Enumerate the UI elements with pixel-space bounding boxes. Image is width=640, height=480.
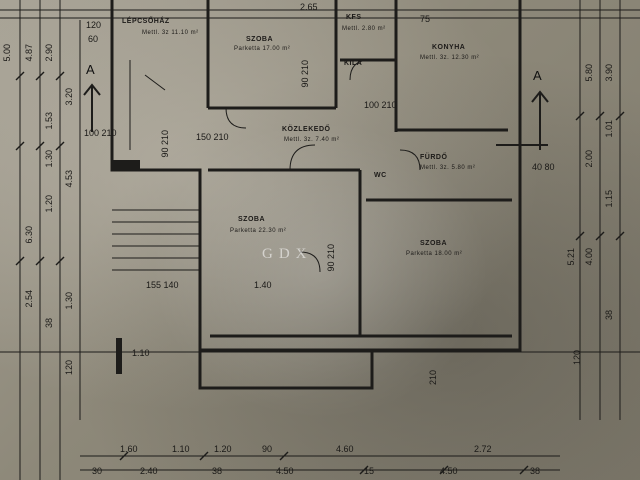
dim-left-2: 4.87 <box>24 44 34 62</box>
dim-bottom2-5: 15 <box>364 466 375 476</box>
dim-bottom1-1: 1.60 <box>120 444 138 454</box>
dim-top-2: 60 <box>88 34 99 44</box>
dim-left-13: 120 <box>64 360 74 376</box>
room-label-pantry: KFS <box>346 14 362 21</box>
dim-bottom2-3: 38 <box>212 466 223 476</box>
dim-right-9: 120 <box>572 350 582 366</box>
dim-bottom1-5: 4.60 <box>336 444 354 454</box>
room-label-room-1: SZOBA <box>246 36 273 43</box>
room-detail-stairwell: Mettl. 3z 11.10 m² <box>142 30 199 36</box>
dim-bottom2-1: 30 <box>92 466 103 476</box>
dim-interior-11: 210 <box>428 370 438 386</box>
dim-bottom1-4: 90 <box>262 444 273 454</box>
dim-right-7: 4.00 <box>584 248 594 266</box>
room-label-room-2: SZOBA <box>238 216 265 223</box>
dim-interior-4: 90 210 <box>300 60 310 88</box>
dim-bottom2-2: 2.40 <box>140 466 158 476</box>
room-detail-pantry: Mettl. 2.80 m² <box>342 26 386 32</box>
dim-bottom1-6: 2.72 <box>474 444 492 454</box>
dim-bottom2-7: 38 <box>530 466 541 476</box>
dim-interior-7: 155 140 <box>146 280 179 290</box>
dim-right-3: 1.01 <box>604 120 614 138</box>
dim-interior-1: 100 210 <box>84 128 117 138</box>
dim-right-2: 3.90 <box>604 64 614 82</box>
dim-bottom2-6: 4.50 <box>440 466 458 476</box>
dim-left-3: 2.90 <box>44 44 54 62</box>
dim-left-11: 38 <box>44 318 54 329</box>
dim-right-8: 38 <box>604 310 614 321</box>
dim-top-3: 2.65 <box>300 2 318 12</box>
dim-interior-9: 40 80 <box>532 162 555 172</box>
dim-interior-8: 1.10 <box>132 348 150 358</box>
dim-left-1: 5.00 <box>2 44 12 62</box>
room-detail-room-1: Parketta 17.00 m² <box>234 46 291 52</box>
dim-right-5: 1.15 <box>604 190 614 208</box>
dim-right-4: 2.00 <box>584 150 594 168</box>
room-detail-kitchen: Mettl. 3z. 12.30 m² <box>420 55 480 61</box>
dim-interior-10: 1.40 <box>254 280 272 290</box>
watermark: GDX <box>262 246 313 262</box>
dim-interior-2: 90 210 <box>160 130 170 158</box>
room-label-kila: KILÁ <box>344 60 363 67</box>
dim-bottom1-2: 1.10 <box>172 444 190 454</box>
room-detail-bathroom: Mettl. 3z. 5.80 m² <box>420 165 476 171</box>
room-label-hallway: KÖZLEKEDŐ <box>282 126 331 133</box>
dim-left-10: 2.54 <box>24 290 34 308</box>
room-label-stairwell: LÉPCSŐHÁZ <box>122 18 170 25</box>
dim-interior-6: 90 210 <box>326 244 336 272</box>
section-mark-left: A <box>86 62 95 77</box>
room-detail-hallway: Mettl. 3z. 7.40 m² <box>284 137 340 143</box>
room-label-bathroom: FÜRDŐ <box>420 154 448 161</box>
dim-interior-3: 150 210 <box>196 132 229 142</box>
room-label-wc: WC <box>374 172 387 179</box>
dim-interior-5: 100 210 <box>364 100 397 110</box>
dim-bottom1-3: 1.20 <box>214 444 232 454</box>
dim-right-6: 5.21 <box>566 248 576 266</box>
dim-top-1: 120 <box>86 20 102 30</box>
dim-left-12: 1.30 <box>64 292 74 310</box>
room-detail-room-2: Parketta 22.30 m² <box>230 228 287 234</box>
dim-left-5: 1.53 <box>44 112 54 130</box>
dim-bottom2-4: 4.50 <box>276 466 294 476</box>
dim-right-1: 5.80 <box>584 64 594 82</box>
room-label-room-3: SZOBA <box>420 240 447 247</box>
room-label-kitchen: KONYHA <box>432 44 466 51</box>
dim-left-6: 4.53 <box>64 170 74 188</box>
dim-left-7: 1.30 <box>44 150 54 168</box>
dim-left-9: 1.20 <box>44 195 54 213</box>
dim-left-8: 6.30 <box>24 226 34 244</box>
section-mark-right: A <box>533 68 542 83</box>
room-detail-room-3: Parketta 18.00 m² <box>406 251 463 257</box>
dim-top-4: 75 <box>420 14 431 24</box>
dim-left-4: 3.20 <box>64 88 74 106</box>
